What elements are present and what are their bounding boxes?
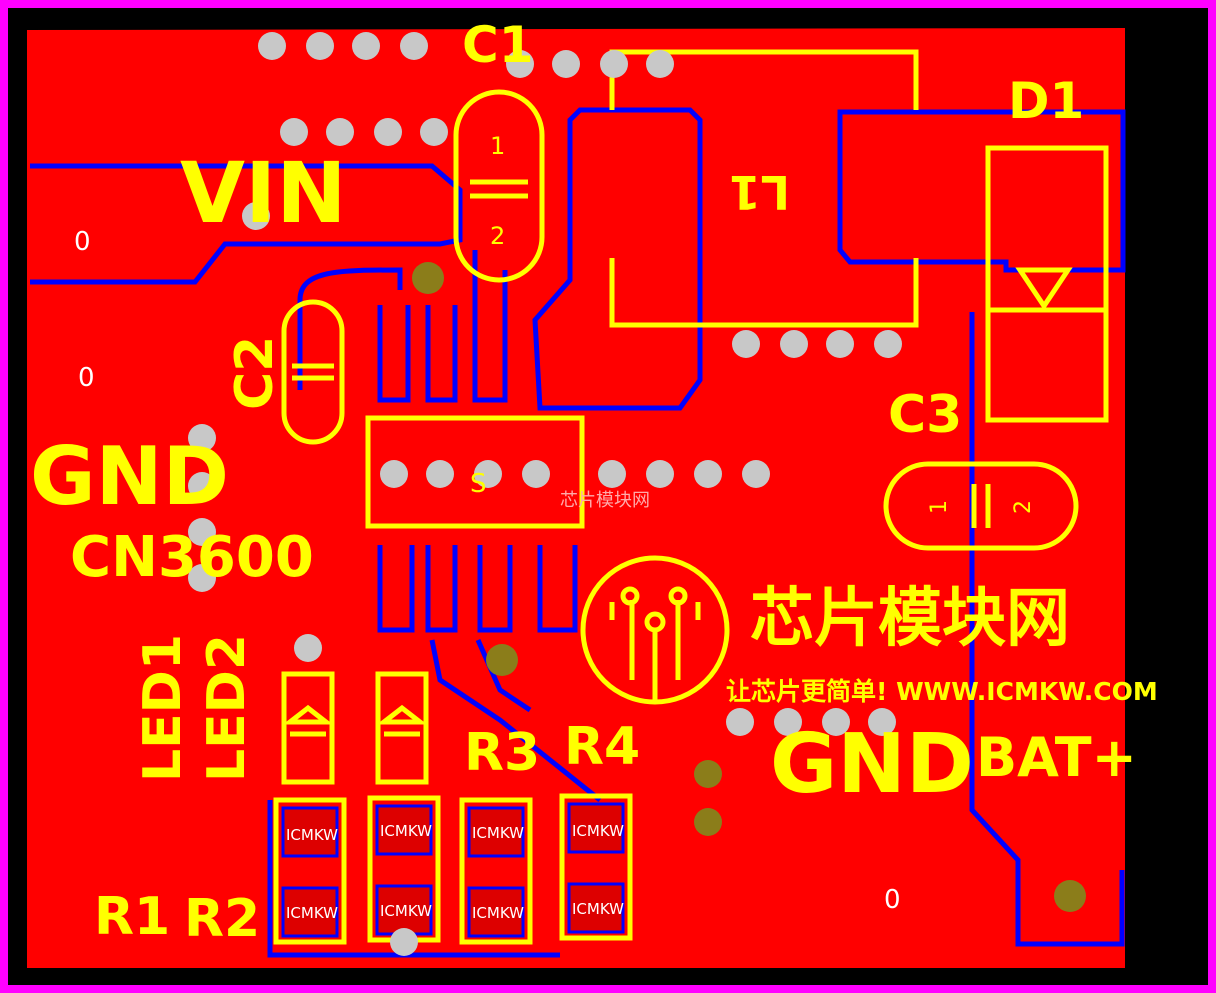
label-r4: R4	[564, 717, 640, 777]
label-led1: LED1	[133, 634, 193, 782]
vias	[188, 32, 902, 956]
silkscreen-shapes	[273, 49, 1109, 945]
label-vin: VIN	[180, 144, 347, 242]
label-chip: CN3600	[70, 525, 314, 590]
zero-marker: 0	[78, 363, 95, 393]
u1-mark: S	[470, 469, 487, 499]
resistor-text: ICMKW	[472, 824, 524, 842]
resistor-text: ICMKW	[572, 900, 624, 918]
label-d1: D1	[1008, 72, 1084, 130]
label-c3: C3	[888, 385, 962, 445]
label-c2: C2	[225, 336, 285, 410]
c3-pin1: 1	[927, 500, 952, 514]
logo-emblem-icon	[580, 555, 730, 705]
logo-title: 芯片模块网	[750, 582, 1070, 656]
resistor-pads	[281, 802, 625, 938]
label-gnd-right: GND	[770, 717, 974, 812]
label-r1: R1	[94, 887, 170, 947]
resistor-text: ICMKW	[286, 904, 338, 922]
resistor-text: ICMKW	[572, 822, 624, 840]
watermark-small: 芯片模块网	[560, 490, 650, 511]
zero-marker: 0	[74, 227, 91, 257]
label-r2: R2	[184, 889, 260, 949]
c3-pin2: 2	[1011, 500, 1036, 514]
c1-pin1: 1	[490, 132, 505, 160]
resistor-text: ICMKW	[286, 826, 338, 844]
label-bat: BAT+	[976, 726, 1137, 789]
resistor-text: ICMKW	[380, 902, 432, 920]
label-l1: L1	[729, 165, 790, 219]
label-r3: R3	[464, 723, 540, 783]
gold-pads	[412, 262, 1086, 912]
c1-pin2: 2	[490, 222, 505, 250]
label-led2: LED2	[197, 634, 257, 782]
resistor-text: ICMKW	[380, 822, 432, 840]
label-c1: C1	[462, 16, 533, 74]
zero-marker: 0	[884, 885, 901, 915]
bottom-traces	[30, 107, 1126, 958]
resistor-text: ICMKW	[472, 904, 524, 922]
logo-slogan: 让芯片更简单! WWW.ICMKW.COM	[726, 677, 1158, 706]
label-gnd-left: GND	[30, 430, 229, 523]
